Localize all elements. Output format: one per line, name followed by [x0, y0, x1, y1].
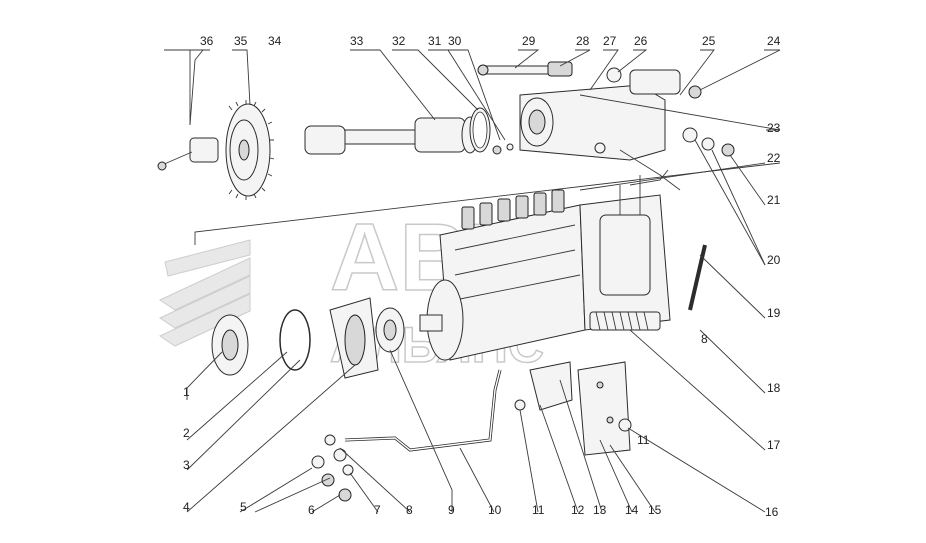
callout-2: 2 [183, 426, 190, 440]
callout-31: 31 [428, 34, 442, 48]
callout-8-right: 8 [701, 332, 708, 346]
governor-housing [477, 61, 735, 191]
callout-5: 5 [240, 500, 247, 514]
callout-16: 16 [765, 505, 779, 519]
callout-10: 10 [488, 503, 502, 517]
callout-28: 28 [576, 34, 590, 48]
callout-12: 12 [571, 503, 585, 517]
callout-11: 11 [532, 503, 545, 517]
callout-25: 25 [702, 34, 716, 48]
callout-21: 21 [767, 193, 781, 207]
callout-labels: 36 35 34 33 32 31 30 29 28 27 26 25 24 2… [183, 34, 781, 519]
callout-29: 29 [522, 34, 536, 48]
camshaft-assembly [157, 100, 514, 200]
callout-32: 32 [392, 34, 406, 48]
fuel-line-assembly [311, 369, 632, 502]
front-components [211, 297, 405, 379]
callout-35: 35 [234, 34, 248, 48]
callout-26: 26 [634, 34, 648, 48]
injection-pump-body [419, 169, 707, 456]
callout-18: 18 [767, 381, 781, 395]
watermark-logo [158, 239, 251, 347]
callout-20: 20 [767, 253, 781, 267]
callout-22: 22 [767, 151, 781, 165]
callout-36: 36 [200, 34, 214, 48]
callout-15: 15 [648, 503, 662, 517]
callout-30: 30 [448, 34, 462, 48]
callout-27: 27 [603, 34, 617, 48]
callout-14: 14 [625, 503, 639, 517]
callout-19: 19 [767, 306, 781, 320]
callout-8: 8 [406, 503, 413, 517]
pump-outlets [461, 189, 565, 230]
callout-11-right: 11 [637, 433, 650, 447]
callout-4: 4 [183, 500, 190, 514]
leader-lines [164, 49, 781, 513]
callout-17: 17 [767, 438, 781, 452]
callout-13: 13 [593, 503, 607, 517]
callout-9: 9 [448, 503, 455, 517]
callout-1: 1 [183, 385, 190, 399]
callout-23: 23 [767, 121, 781, 135]
callout-7: 7 [374, 503, 381, 517]
callout-3: 3 [183, 458, 190, 472]
callout-33: 33 [350, 34, 364, 48]
callout-24: 24 [767, 34, 781, 48]
callout-34: 34 [268, 34, 282, 48]
callout-6: 6 [308, 503, 315, 517]
